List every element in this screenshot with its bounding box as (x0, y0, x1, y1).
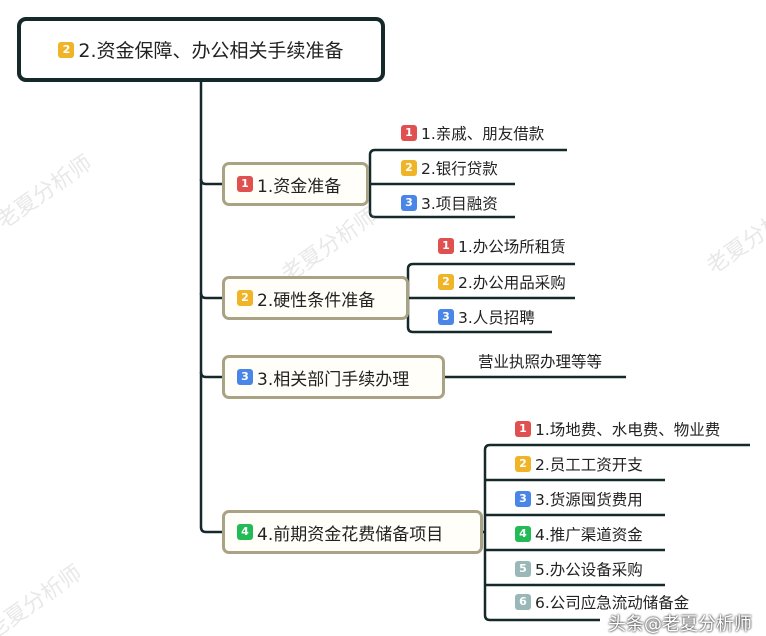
priority-badge: 1 (438, 238, 454, 254)
leaf-label: 6.公司应急流动储备金 (535, 594, 690, 612)
leaf-label: 2.办公用品采购 (458, 274, 566, 292)
leaf-label: 1.办公场所租赁 (458, 238, 566, 256)
priority-badge: 4 (237, 524, 253, 540)
priority-badge: 1 (401, 125, 417, 141)
branch-label: 2.硬性条件准备 (257, 290, 376, 311)
priority-badge: 1 (237, 176, 253, 192)
priority-badge: 5 (515, 561, 531, 577)
leaf-label: 2.员工工资开支 (535, 456, 643, 474)
priority-badge: 2 (237, 290, 253, 306)
priority-badge: 4 (515, 526, 531, 542)
priority-badge: 2 (438, 274, 454, 290)
root-topic[interactable]: 2 2.资金保障、办公相关手续准备 (17, 17, 385, 82)
brand-watermark: 头条@老夏分析师 (608, 614, 752, 635)
leaf-topic[interactable]: 营业执照办理等等 (478, 350, 602, 372)
branch-label: 3.相关部门手续办理 (257, 369, 410, 390)
leaf-label: 3.人员招聘 (458, 309, 535, 327)
leaf-label: 5.办公设备采购 (535, 561, 643, 579)
priority-badge: 2 (515, 456, 531, 472)
priority-badge: 1 (515, 421, 531, 437)
priority-badge: 2 (58, 41, 75, 58)
priority-badge: 2 (401, 160, 417, 176)
leaf-label: 1.亲戚、朋友借款 (421, 125, 545, 143)
root-topic-label: 2.资金保障、办公相关手续准备 (78, 40, 344, 62)
priority-badge: 3 (515, 491, 531, 507)
priority-badge: 3 (438, 309, 454, 325)
leaf-label: 1.场地费、水电费、物业费 (535, 421, 721, 439)
leaf-label: 3.货源囤货费用 (535, 491, 643, 509)
priority-badge: 3 (237, 369, 253, 385)
leaf-label: 3.项目融资 (421, 195, 498, 213)
branch-node-hard-conditions[interactable]: 2 2.硬性条件准备 (222, 276, 409, 320)
branch-label: 1.资金准备 (257, 176, 342, 197)
priority-badge: 3 (401, 195, 417, 211)
branch-node-reserve-items[interactable]: 4 4.前期资金花费储备项目 (222, 510, 483, 554)
leaf-label: 营业执照办理等等 (478, 353, 603, 371)
priority-badge: 6 (515, 594, 531, 610)
leaf-label: 4.推广渠道资金 (535, 526, 643, 544)
branch-node-funding[interactable]: 1 1.资金准备 (222, 162, 369, 206)
branch-node-procedures[interactable]: 3 3.相关部门手续办理 (222, 355, 445, 399)
branch-label: 4.前期资金花费储备项目 (257, 524, 444, 545)
leaf-label: 2.银行贷款 (421, 160, 498, 178)
